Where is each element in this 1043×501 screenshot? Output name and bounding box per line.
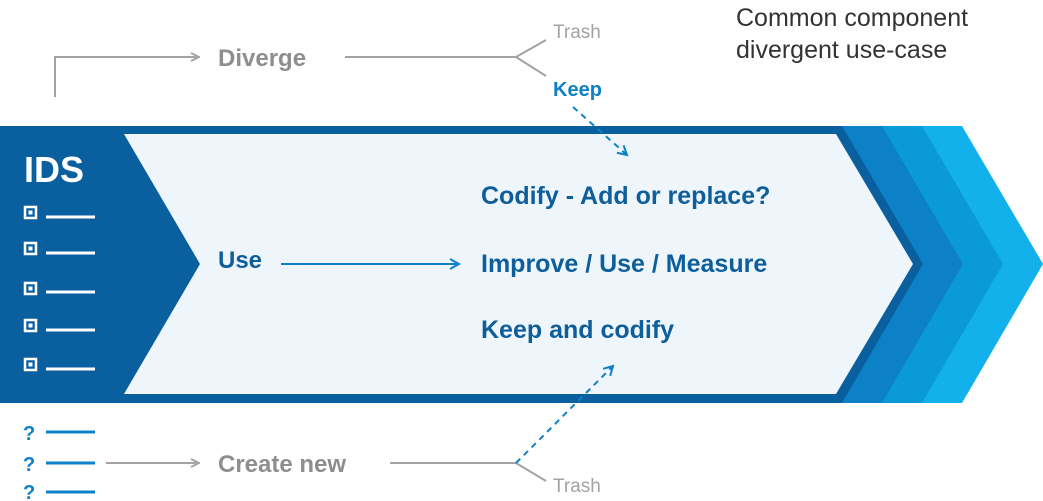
create-keep-dashed-arrow [515, 366, 613, 464]
create-new-fork [390, 462, 547, 482]
keep-dashed-arrow [572, 106, 627, 155]
unknown-list-item: ? [23, 482, 95, 501]
outcome-improve: Improve / Use / Measure [481, 250, 767, 278]
trash-top-label: Trash [553, 22, 601, 43]
ids-list-item [23, 318, 95, 333]
create-new-label: Create new [218, 451, 346, 478]
question-mark-icon: ? [23, 482, 35, 501]
question-mark-icon: ? [23, 454, 35, 476]
use-label: Use [218, 247, 262, 274]
diverge-label: Diverge [218, 45, 306, 72]
chevron-inner-panel [124, 134, 913, 394]
caption-line-1: Common component [736, 4, 969, 32]
keep-label: Keep [553, 79, 602, 101]
diverge-connector-arrow [54, 57, 199, 97]
outcome-keep-codify: Keep and codify [481, 316, 674, 344]
diagram-caption: Common component divergent use-case [736, 2, 1036, 66]
ids-list [23, 205, 95, 372]
unknown-list-item: ? [23, 423, 95, 445]
ids-list-item [23, 205, 95, 220]
ids-list-item [23, 357, 95, 372]
outcome-codify: Codify - Add or replace? [481, 182, 770, 210]
caption-line-2: divergent use-case [736, 36, 948, 64]
unknown-list: ? ? ? [23, 423, 95, 501]
trash-bottom-label: Trash [553, 476, 601, 497]
unknown-list-item: ? [23, 454, 95, 476]
ids-label: IDS [24, 149, 84, 190]
ids-list-item [23, 241, 95, 256]
diverge-fork [345, 39, 547, 77]
question-mark-icon: ? [23, 423, 35, 445]
ids-list-item [23, 281, 95, 296]
